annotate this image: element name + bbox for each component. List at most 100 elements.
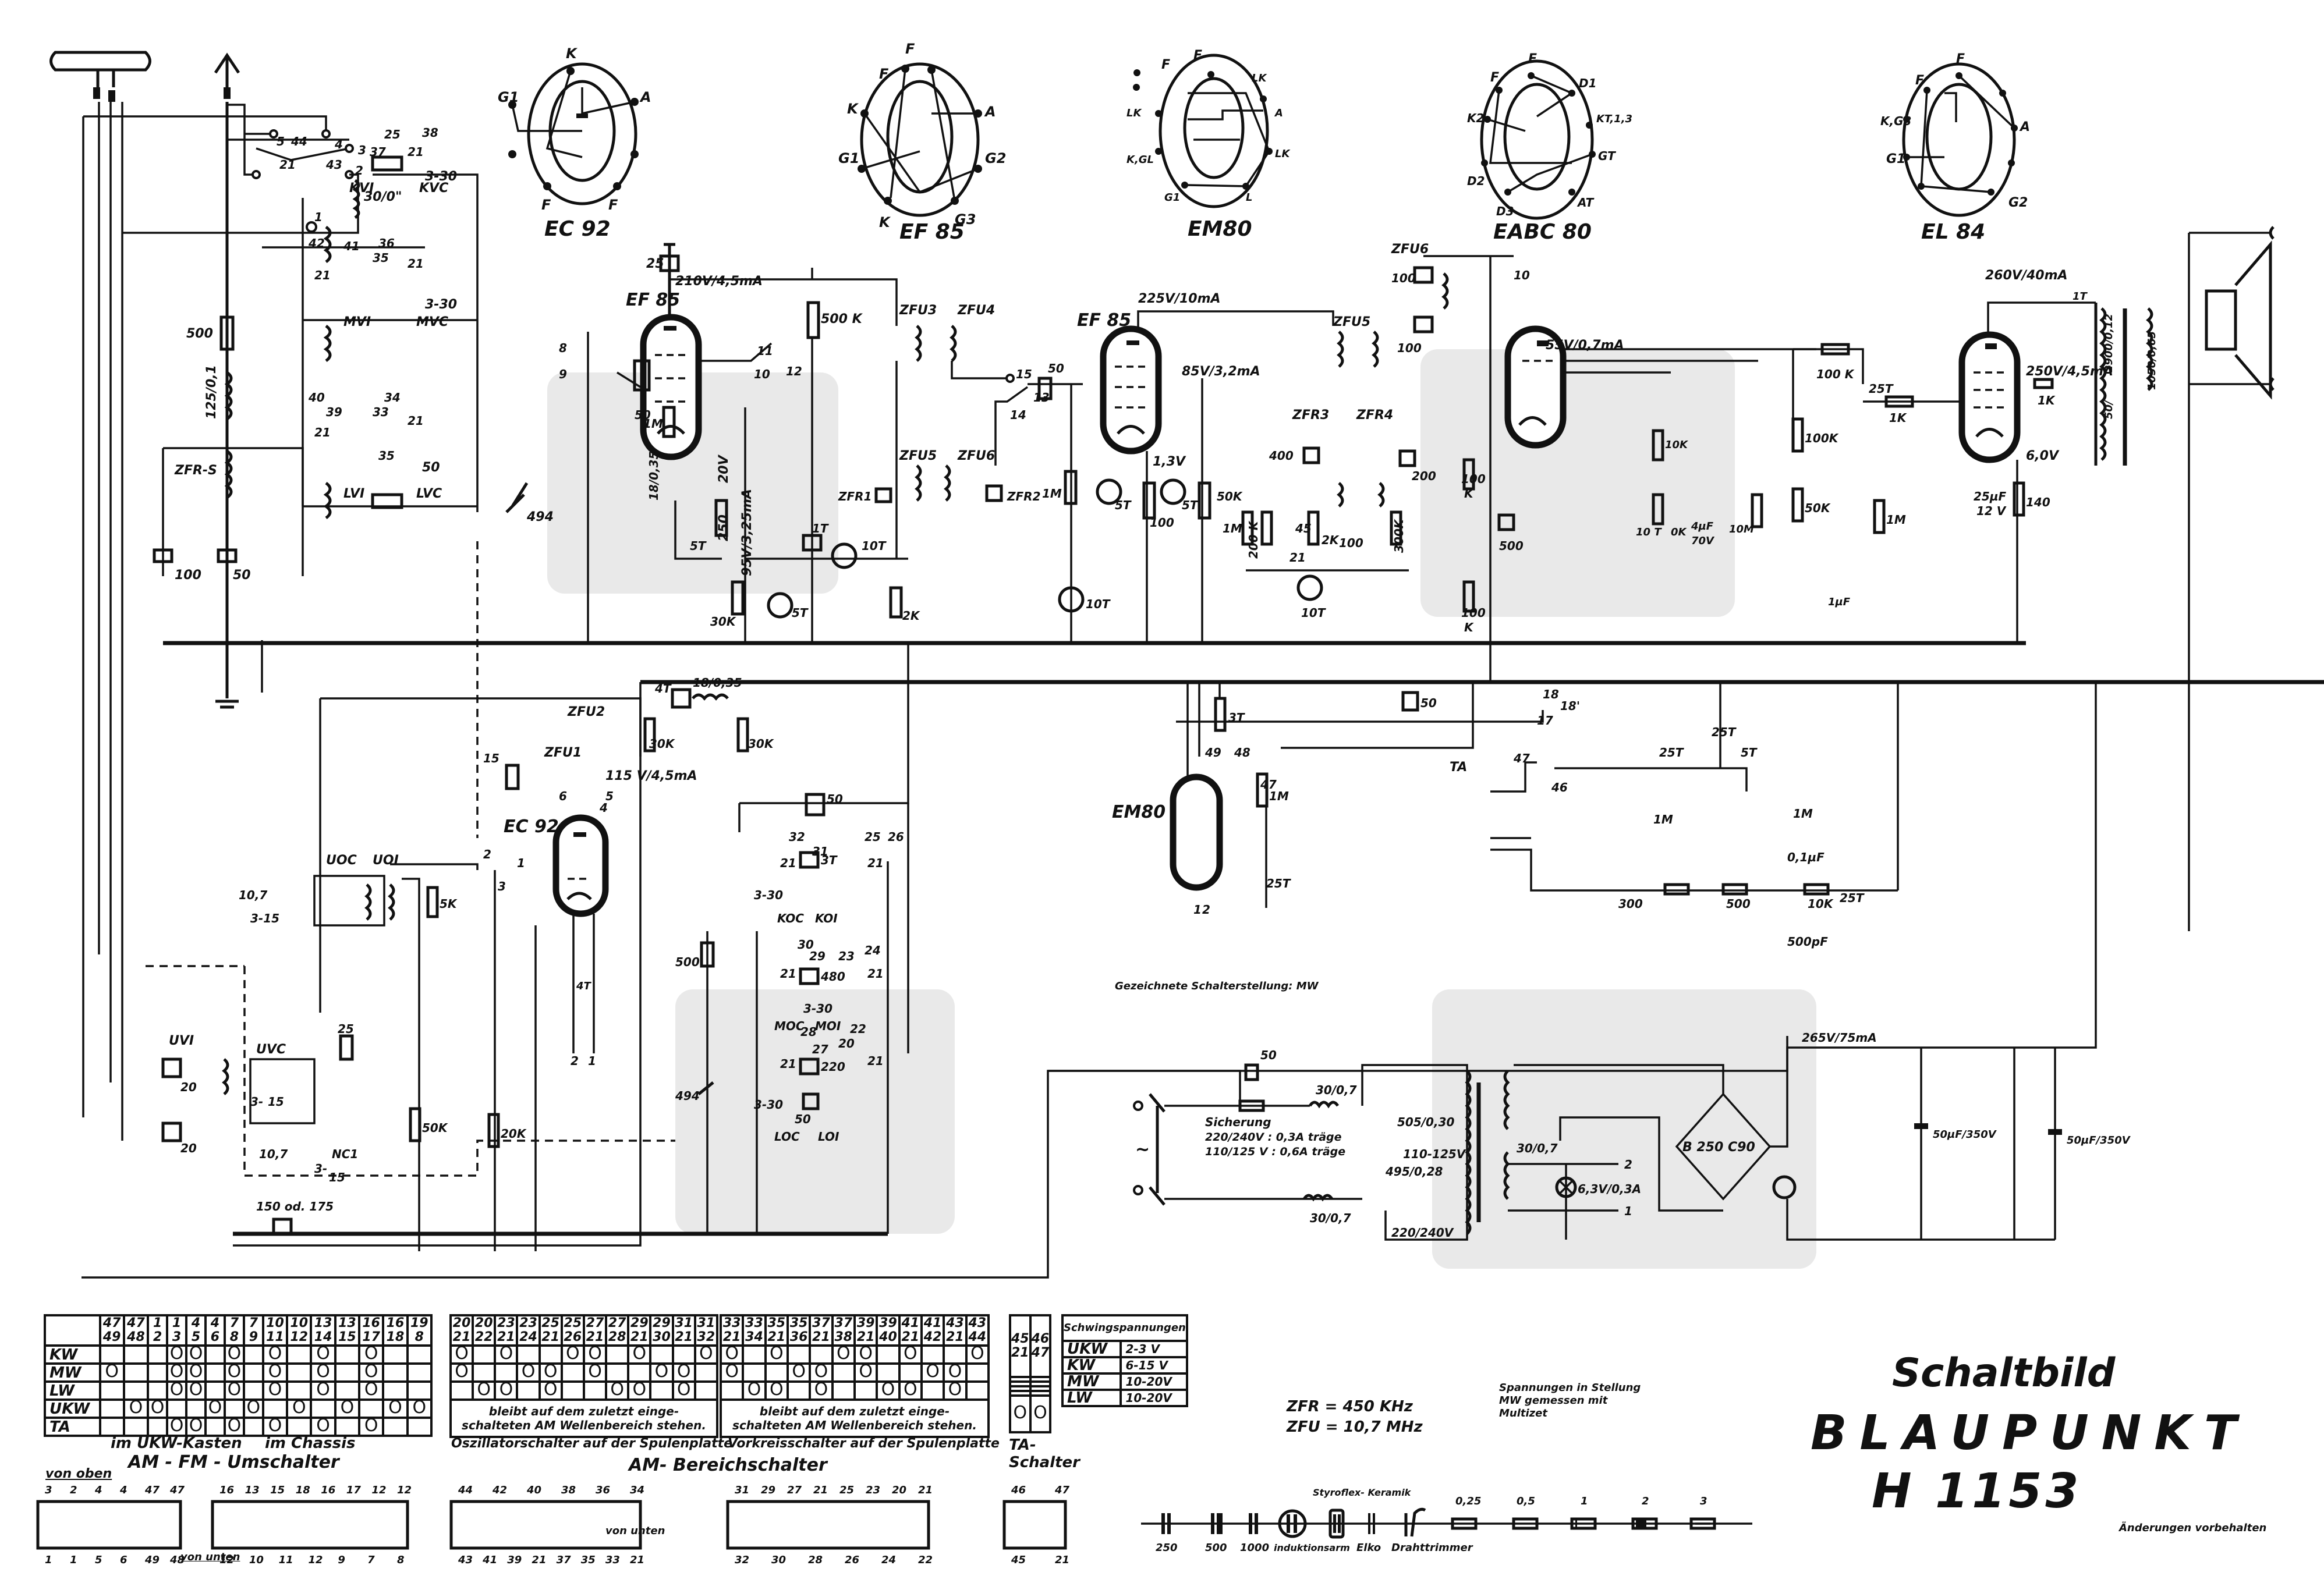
svg-text:TA: TA (1450, 760, 1467, 775)
band-label: MW (1061, 1372, 1122, 1391)
switch-open-cell (122, 1380, 150, 1401)
notes: Spannungen in Stellung MW gemessen mit M… (1286, 1382, 1641, 1436)
pin-label: K (847, 101, 859, 117)
svg-text:26: 26 (888, 830, 904, 844)
switch-closed-mark: O (671, 1380, 696, 1401)
svg-text:50K: 50K (422, 1121, 448, 1135)
svg-text:50K: 50K (1217, 489, 1243, 503)
title-schaltbild: Schaltbild (1892, 1350, 2116, 1396)
svg-text:5T: 5T (1741, 746, 1758, 759)
label: 30/0,7 (1316, 1083, 1357, 1097)
from-bottom-label-2: von unten (180, 1551, 240, 1563)
svg-text:K: K (1464, 487, 1474, 501)
switch-open-cell (649, 1344, 674, 1365)
switch-closed-mark: O (472, 1380, 497, 1401)
switch-open-cell (204, 1380, 226, 1401)
label: KOC (777, 911, 804, 925)
wafer-pin-top: 27 (787, 1484, 802, 1496)
switch-open-cell (382, 1362, 409, 1383)
if-frequency-zfu: ZFU = 10,7 MHz (1286, 1418, 1423, 1436)
band-label: LW (44, 1380, 101, 1401)
svg-text:25µF: 25µF (1974, 489, 2007, 503)
am-pre-sub: Vorkreisschalter auf der Spulenplatte (728, 1436, 1000, 1451)
label: ZFU1 (544, 746, 582, 760)
switch-open-cell (449, 1380, 474, 1401)
pin-label: A (984, 104, 996, 120)
tube-base-title: EC 92 (544, 217, 611, 241)
svg-text:3-30: 3-30 (425, 297, 457, 312)
switch-open-cell (965, 1362, 990, 1383)
switch-open-cell (1029, 1389, 1052, 1397)
svg-text:200 K: 200 K (1246, 520, 1260, 559)
legend-label: 1000 (1240, 1542, 1269, 1554)
switch-closed-mark: O (809, 1380, 834, 1401)
svg-text:100: 100 (1397, 341, 1422, 355)
label: ZFU5 (1333, 315, 1370, 329)
power-supply: 50 ~ 30/0,7 30/0,7 Sicherung 220/240V : … (1048, 682, 2190, 1241)
pin-label: F (1490, 70, 1499, 85)
legend-cap-styroflex (1328, 1509, 1345, 1539)
switch-closed-mark: O (310, 1380, 336, 1401)
title-note: Änderungen vorbehalten (2119, 1522, 2267, 1534)
label: 494 (526, 510, 554, 524)
switch-open-cell (334, 1344, 361, 1365)
svg-text:25: 25 (338, 1022, 354, 1036)
wafer-pin-top: 16 (219, 1484, 235, 1496)
label: ZFR4 (1356, 408, 1393, 423)
legend-label: 500 (1205, 1542, 1227, 1554)
svg-text:40: 40 (308, 391, 325, 404)
switch-open-cell (242, 1362, 264, 1383)
svg-text:1: 1 (588, 1054, 596, 1068)
ef85-rf-stage: EF 85 25 210V/4,5mA 500 K 11 10 12 8 9 5… (559, 243, 920, 643)
switch-open-cell (1009, 1385, 1032, 1392)
pin-label: F (1528, 52, 1537, 66)
voltage-label: 265V/75mA (1802, 1031, 1877, 1045)
voltage-label: 85V/3,2mA (1182, 364, 1260, 379)
svg-text:21: 21 (780, 856, 796, 870)
svg-text:494: 494 (675, 1089, 700, 1103)
svg-text:1µF: 1µF (1828, 596, 1851, 608)
wafer-pin-bottom: 5 (95, 1554, 102, 1566)
wafer-pin-bottom: 11 (278, 1554, 293, 1566)
switch-open-cell (649, 1380, 674, 1401)
switch-open-cell (98, 1344, 125, 1365)
pin-label: G1 (1886, 152, 1905, 166)
wafer-pin-top: 12 (397, 1484, 412, 1496)
wafer-pin-bottom: 12 (308, 1554, 323, 1566)
switch-closed-mark: O (286, 1399, 313, 1419)
svg-text:200: 200 (1412, 469, 1436, 483)
legend-trimmer (1404, 1507, 1426, 1537)
switch-open-cell (809, 1344, 834, 1365)
wafer-pin-top: 47 (1055, 1484, 1070, 1496)
svg-text:0,1µF: 0,1µF (1787, 850, 1825, 864)
switch-open-cell (943, 1344, 968, 1365)
switch-closed-mark: O (334, 1399, 361, 1419)
switch-closed-mark: O (223, 1344, 245, 1365)
svg-text:30K: 30K (649, 737, 675, 751)
persist-note: bleibt auf dem zuletzt einge- schalteten… (449, 1399, 718, 1438)
svg-text:1M: 1M (1793, 807, 1813, 821)
switch-closed-mark: O (358, 1362, 385, 1383)
pin-label: L (1246, 191, 1252, 204)
tube-base-title: EABC 80 (1493, 220, 1592, 244)
svg-text:12 V: 12 V (1976, 504, 2007, 518)
svg-text:5T: 5T (792, 606, 809, 620)
svg-text:41: 41 (343, 239, 360, 253)
